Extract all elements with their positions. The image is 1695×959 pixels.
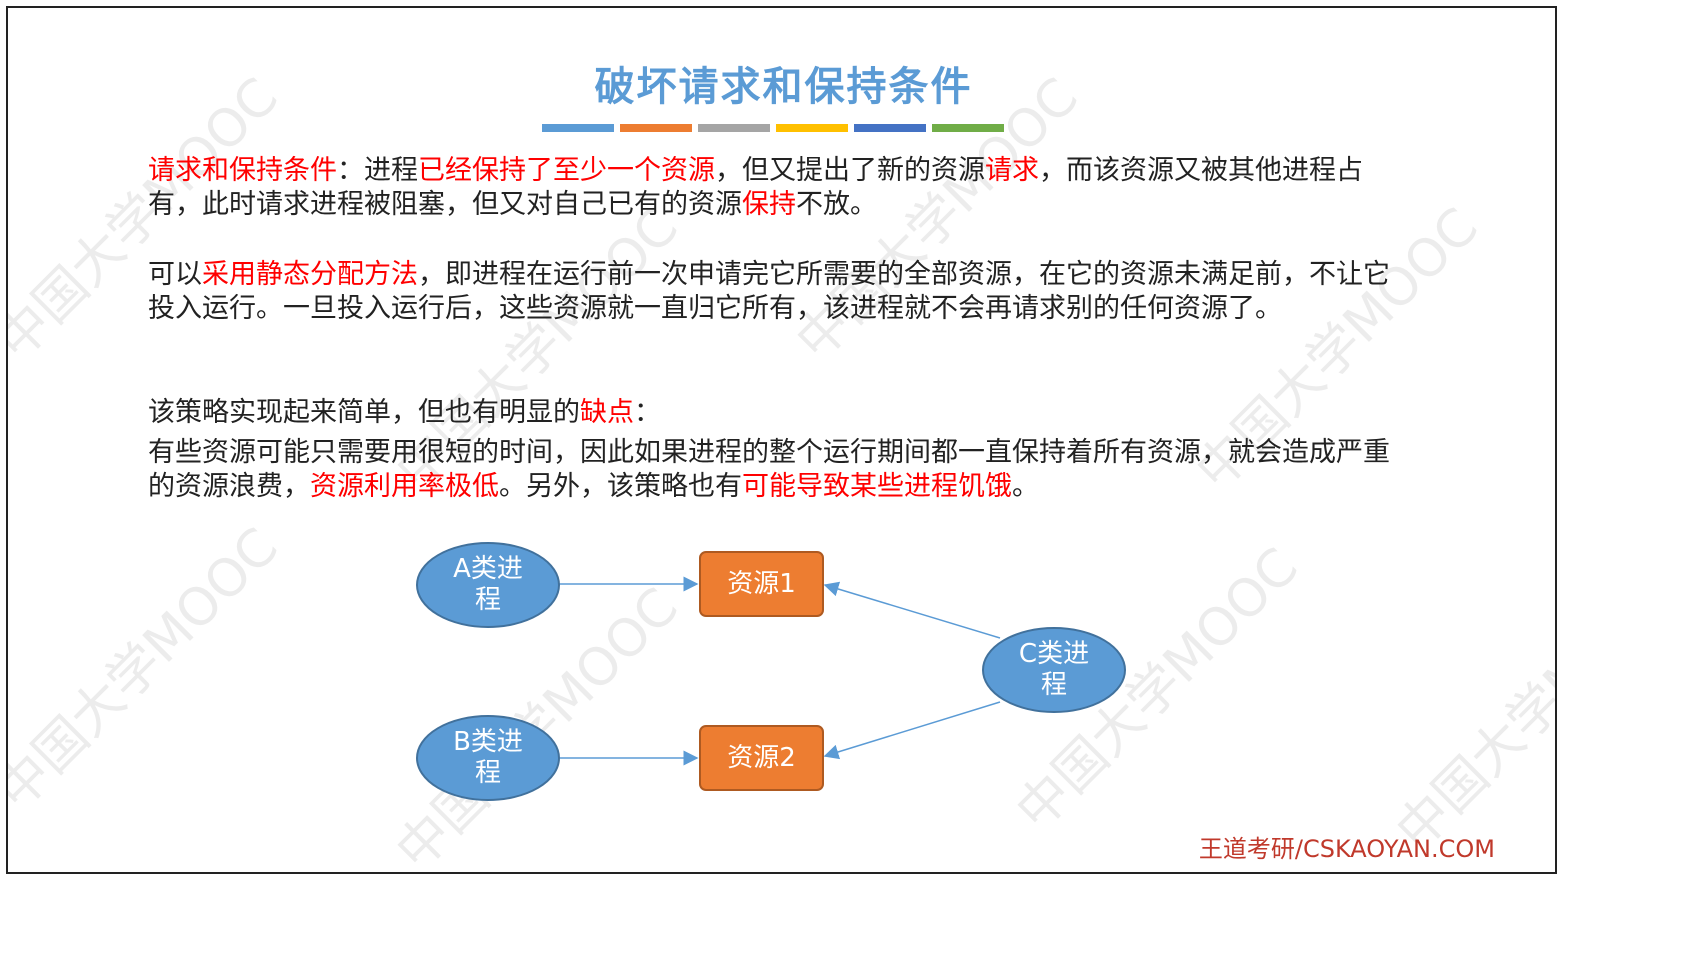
resource-2-node: [699, 725, 824, 791]
resource-diagram: [416, 542, 1126, 801]
resource-1-node: [699, 551, 824, 617]
paragraph-drawback-intro: 该策略实现起来简单，但也有明显的缺点：: [148, 397, 661, 428]
process-b-node: [416, 715, 560, 801]
term-request-and-hold: 请求和保持条件: [148, 155, 337, 186]
process-c-label: C类进程: [1018, 639, 1090, 700]
resource-2-label: 资源2: [727, 743, 796, 773]
edge-c-to-resource1: [823, 581, 1001, 639]
slide-title: 破坏请求和保持条件: [594, 63, 973, 110]
paragraph-drawback-detail: 有些资源可能只需要用很短的时间，因此如果进程的整个运行期间都一直保持着所有资源，…: [148, 437, 1390, 502]
paragraph-static-allocation: 可以采用静态分配方法，即进程在运行前一次申请完它所需要的全部资源，在它的资源未满…: [148, 259, 1390, 324]
edge-c-to-resource2: [823, 701, 1001, 760]
color-bar-5: [854, 124, 926, 132]
process-a-node: [416, 542, 560, 628]
slide: 中国大学MOOC 中国大学MOOC 中国大学MOOC 中国大学MOOC 中国大学…: [6, 6, 1557, 874]
color-bar-2: [620, 124, 692, 132]
color-bar-4: [776, 124, 848, 132]
color-bar-3: [698, 124, 770, 132]
color-bar-6: [932, 124, 1004, 132]
process-b-label: B类进程: [453, 727, 523, 788]
process-c-node: [982, 627, 1126, 713]
color-bar-1: [542, 124, 614, 132]
resource-1-label: 资源1: [727, 569, 796, 599]
paragraph-definition: 请求和保持条件：进程已经保持了至少一个资源，但又提出了新的资源请求，而该资源又被…: [148, 155, 1363, 220]
process-a-label: A类进程: [453, 554, 523, 615]
footer-brand: 王道考研/CSKAOYAN.COM: [1198, 835, 1495, 863]
